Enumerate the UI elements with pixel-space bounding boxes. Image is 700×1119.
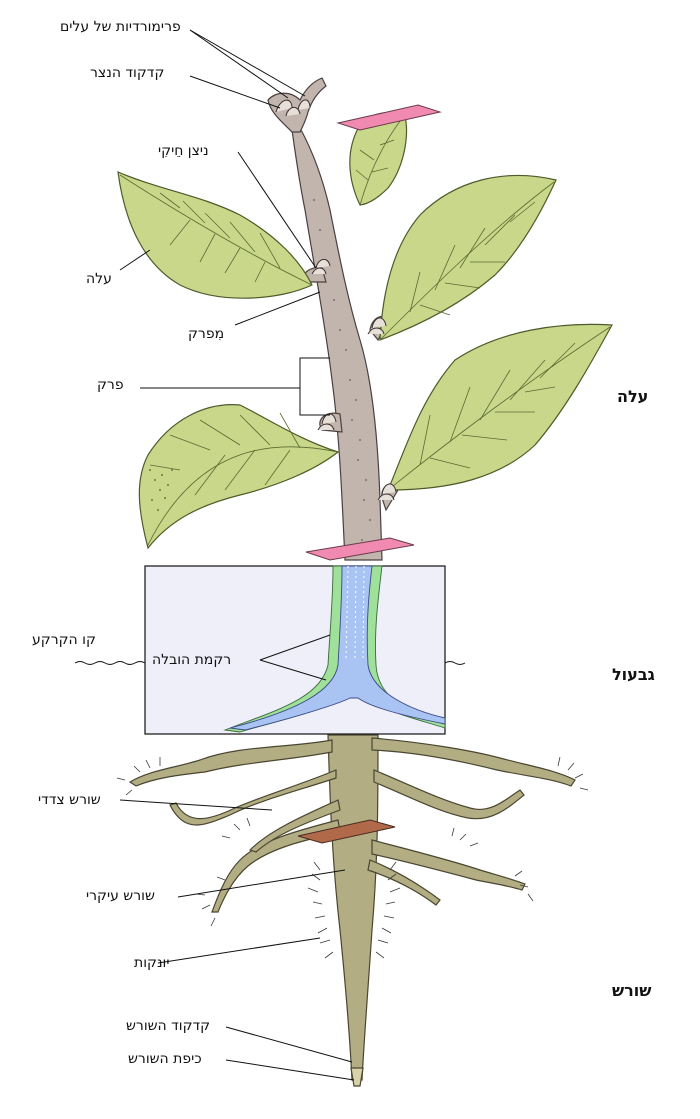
leaf-right-large <box>387 323 613 491</box>
root-cap-shape <box>350 1067 364 1087</box>
section-plane-stem <box>305 537 415 561</box>
leaves <box>117 111 613 550</box>
buds <box>275 99 397 501</box>
label-leaf: עלה <box>86 271 112 287</box>
vascular-tissue <box>223 565 446 733</box>
lateral-root-right-4 <box>367 859 441 906</box>
label-root-hairs: יונקות <box>134 955 170 971</box>
label-shoot-apex: קדקוד הנצר <box>90 65 165 81</box>
root-hairs <box>116 756 589 959</box>
label-main-root: שורש עיקרי <box>86 888 155 904</box>
label-leaf-primordia: פרימורדיות של עלים <box>60 19 181 35</box>
lateral-root-right-3 <box>371 839 526 891</box>
label-node: מִפרק <box>188 326 225 342</box>
lateral-root-left-4 <box>248 799 341 853</box>
stem-texture <box>313 199 371 541</box>
shoot-apex-branch <box>267 77 327 133</box>
ground-line <box>74 661 466 665</box>
leaf-left-lower <box>138 404 340 550</box>
main-root <box>327 734 379 1081</box>
zone-label-shoot: עלה <box>617 387 649 406</box>
label-ground-line: קו הקרקע <box>32 632 96 648</box>
section-plane-root <box>297 819 396 844</box>
lateral-root-left-1 <box>128 739 333 787</box>
leaf-upper-right <box>379 174 557 341</box>
axillary-bud-2 <box>367 317 387 335</box>
label-axillary-bud: ניצן חֵיקִי <box>158 143 209 159</box>
label-internode: פרק <box>97 377 124 393</box>
axillary-bud-3 <box>317 413 337 431</box>
zone-label-stem: גבעול <box>612 665 655 684</box>
lateral-root-left-2 <box>169 769 337 826</box>
leader-lines <box>119 29 355 1081</box>
axillary-bud-1 <box>311 259 331 275</box>
zone-label-root: שורש <box>612 981 652 1000</box>
leaf-stipple <box>149 469 173 511</box>
lateral-root-right-2 <box>373 769 525 820</box>
axillary-bud-4 <box>377 483 397 501</box>
label-lateral-root: שורש צדדי <box>38 792 101 808</box>
label-vascular-tissue: רקמת הובלה <box>152 652 232 668</box>
leaf-upper-left <box>117 171 313 299</box>
label-root-apex: קדקוד השורש <box>126 1018 211 1034</box>
lateral-root-right-1 <box>371 737 576 787</box>
apex-primordia <box>275 99 311 117</box>
section-plane-top <box>336 104 442 131</box>
leaf-veins <box>119 115 611 546</box>
label-root-cap: כיפת השורש <box>128 1051 202 1067</box>
